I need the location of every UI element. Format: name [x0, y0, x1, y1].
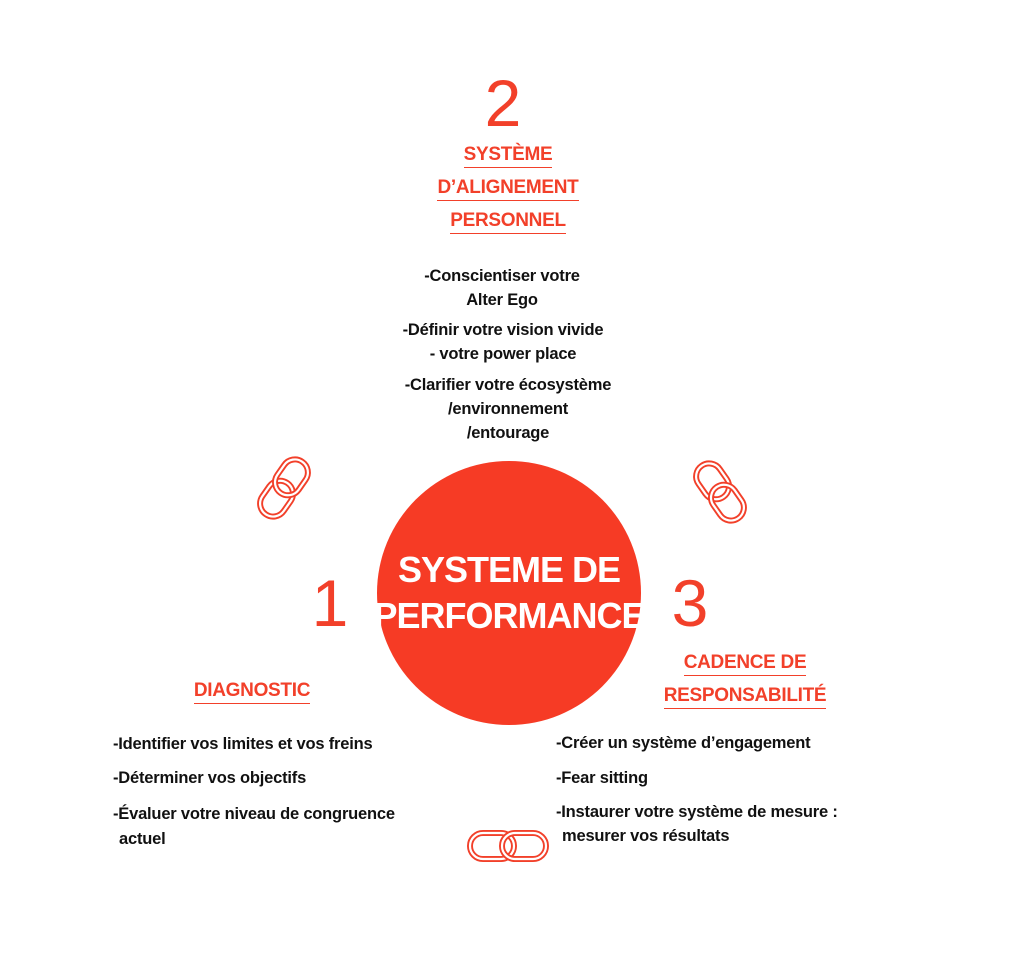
step-2-title-line-3: PERSONNEL	[450, 209, 566, 234]
step-3-item-3-line-2: mesurer vos résultats	[562, 827, 730, 845]
step-3-title: CADENCE DE RESPONSABILITÉ	[650, 648, 840, 714]
performance-core-circle: SYSTEME DE PERFORMANCE	[374, 461, 646, 725]
chain-link-icon	[693, 460, 747, 524]
step-2-item-3-line-1: -Clarifier votre écosystème	[404, 376, 612, 394]
step-3-number: 3	[671, 566, 709, 640]
step-2-item-2: -Définir votre vision vivide - votre pow…	[378, 318, 628, 366]
step-1-title-line: DIAGNOSTIC	[193, 679, 310, 704]
step-2-number: 2	[484, 66, 522, 140]
chain-link-icon	[467, 830, 549, 862]
core-title-line-1: SYSTEME DE	[397, 549, 621, 590]
step-2-item-1-line-2: Alter Ego	[466, 291, 538, 309]
step-1-item-3-line-2: actuel	[119, 830, 166, 848]
step-2-title: SYSTÈME D’ALIGNEMENT PERSONNEL	[403, 140, 613, 239]
step-3-item-1: -Créer un système d’engagement	[556, 734, 811, 752]
step-3-title-line-2: RESPONSABILITÉ	[663, 684, 827, 709]
step-2-title-line-1: SYSTÈME	[463, 143, 553, 168]
step-2-title-line-2: D’ALIGNEMENT	[437, 176, 579, 201]
chain-link-icon	[257, 456, 311, 520]
step-3-title-line-1: CADENCE DE	[683, 651, 807, 676]
step-2-item-3: -Clarifier votre écosystème /environneme…	[388, 373, 628, 445]
step-1-title: DIAGNOSTIC	[182, 676, 322, 709]
step-2-item-1-line-1: -Conscientiser votre	[424, 267, 580, 285]
step-1-item-3-line-1: -Évaluer votre niveau de congruence	[113, 805, 395, 823]
step-1-number: 1	[311, 566, 349, 640]
step-2-item-3-line-2: /environnement	[447, 400, 569, 418]
step-2-item-2-line-1: -Définir votre vision vivide	[402, 321, 604, 339]
step-3-item-2: -Fear sitting	[556, 769, 648, 787]
core-title-line-2: PERFORMANCE	[373, 595, 646, 636]
step-3-item-3-line-1: -Instaurer votre système de mesure :	[556, 803, 838, 821]
step-2-item-2-line-2: - votre power place	[429, 345, 577, 363]
step-1-item-2: -Déterminer vos objectifs	[113, 769, 307, 787]
step-1-item-1: -Identifier vos limites et vos freins	[113, 735, 373, 753]
step-2-item-3-line-3: /entourage	[466, 424, 550, 442]
step-2-item-1: -Conscientiser votre Alter Ego	[392, 264, 612, 312]
